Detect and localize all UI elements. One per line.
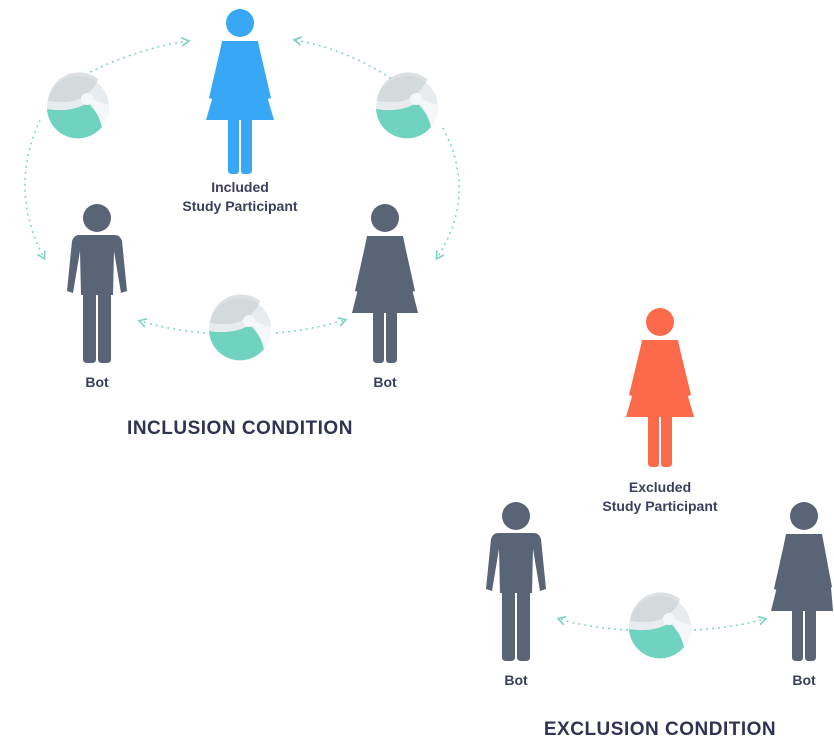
arrow-inclusion-bottom-right: [275, 316, 348, 334]
exclusion-condition: [486, 308, 833, 661]
exclusion-condition-title: EXCLUSION CONDITION: [543, 719, 777, 740]
included-label-line2: Study Participant: [182, 198, 298, 214]
inclusion-condition: [24, 9, 460, 363]
included-participant-label: Included Study Participant: [140, 178, 340, 216]
excluded-participant-label: Excluded Study Participant: [560, 478, 760, 516]
beach-ball-icon: [376, 72, 439, 139]
bot-left-figure: [486, 502, 546, 661]
excluded-label-line2: Study Participant: [602, 498, 718, 514]
bot-left-figure: [67, 204, 127, 363]
included-label-line1: Included: [211, 179, 269, 195]
bot-label: Bot: [373, 374, 397, 390]
arrow-inclusion-bottom-left: [137, 317, 206, 334]
bot-right-figure: [771, 502, 833, 661]
arrow-exclusion-left: [556, 615, 629, 631]
excluded-label-line1: Excluded: [628, 479, 692, 495]
beach-ball-icon: [209, 294, 272, 361]
inclusion-condition-title: INCLUSION CONDITION: [127, 418, 353, 439]
bot-label: Bot: [504, 672, 528, 688]
beach-ball-icon: [629, 592, 692, 659]
excluded-participant-figure: [626, 308, 694, 467]
arrow-inclusion-top-left: [89, 36, 191, 73]
arrow-inclusion-left-down: [24, 119, 46, 261]
beach-ball-icon: [47, 72, 110, 139]
included-participant-figure: [206, 9, 274, 174]
bot-label: Bot: [85, 374, 109, 390]
arrow-inclusion-top-right: [292, 36, 397, 83]
bot-label: Bot: [792, 672, 816, 688]
bot-right-figure: [352, 204, 418, 363]
arrow-inclusion-right-down: [435, 127, 460, 261]
arrow-exclusion-right: [693, 615, 768, 631]
